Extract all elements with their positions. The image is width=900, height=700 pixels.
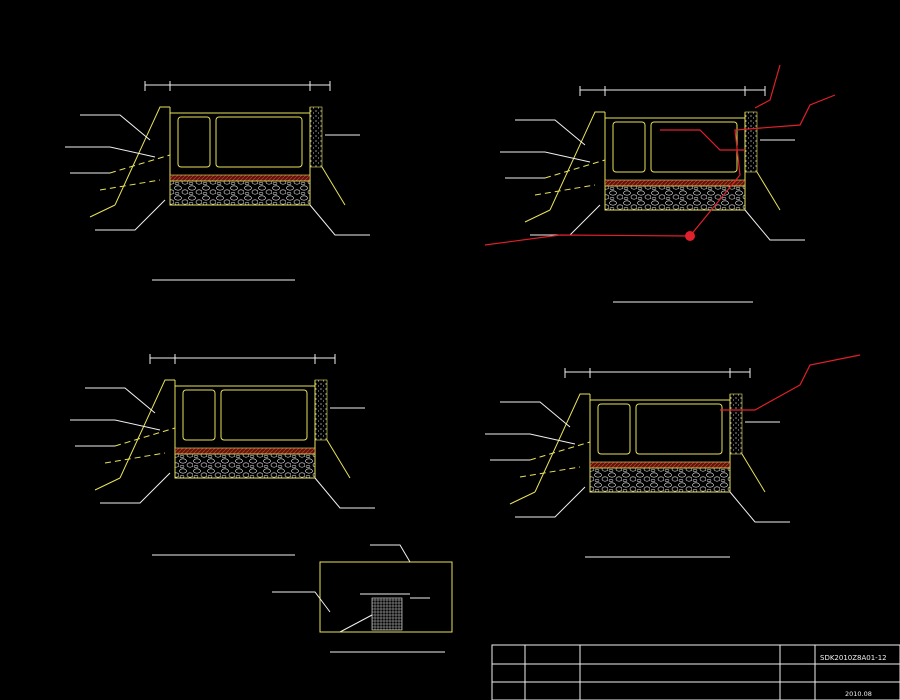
cable-route-4 bbox=[720, 354, 861, 411]
sheet-date: 2010.08 bbox=[845, 690, 872, 698]
cable-joint bbox=[685, 231, 695, 241]
cable-branch-2 bbox=[660, 129, 745, 151]
section-2 bbox=[499, 85, 806, 241]
sheet-number: SDK2010Z8A01-12 bbox=[820, 654, 887, 662]
title-block: SDK2010Z8A01-12 2010.08 bbox=[491, 644, 900, 700]
section-4 bbox=[484, 367, 791, 523]
section-1 bbox=[64, 80, 371, 236]
cable-leader bbox=[754, 64, 781, 109]
detail-box bbox=[272, 544, 453, 633]
captions bbox=[152, 279, 753, 653]
cable-route-2 bbox=[484, 94, 836, 246]
section-3 bbox=[69, 353, 376, 509]
